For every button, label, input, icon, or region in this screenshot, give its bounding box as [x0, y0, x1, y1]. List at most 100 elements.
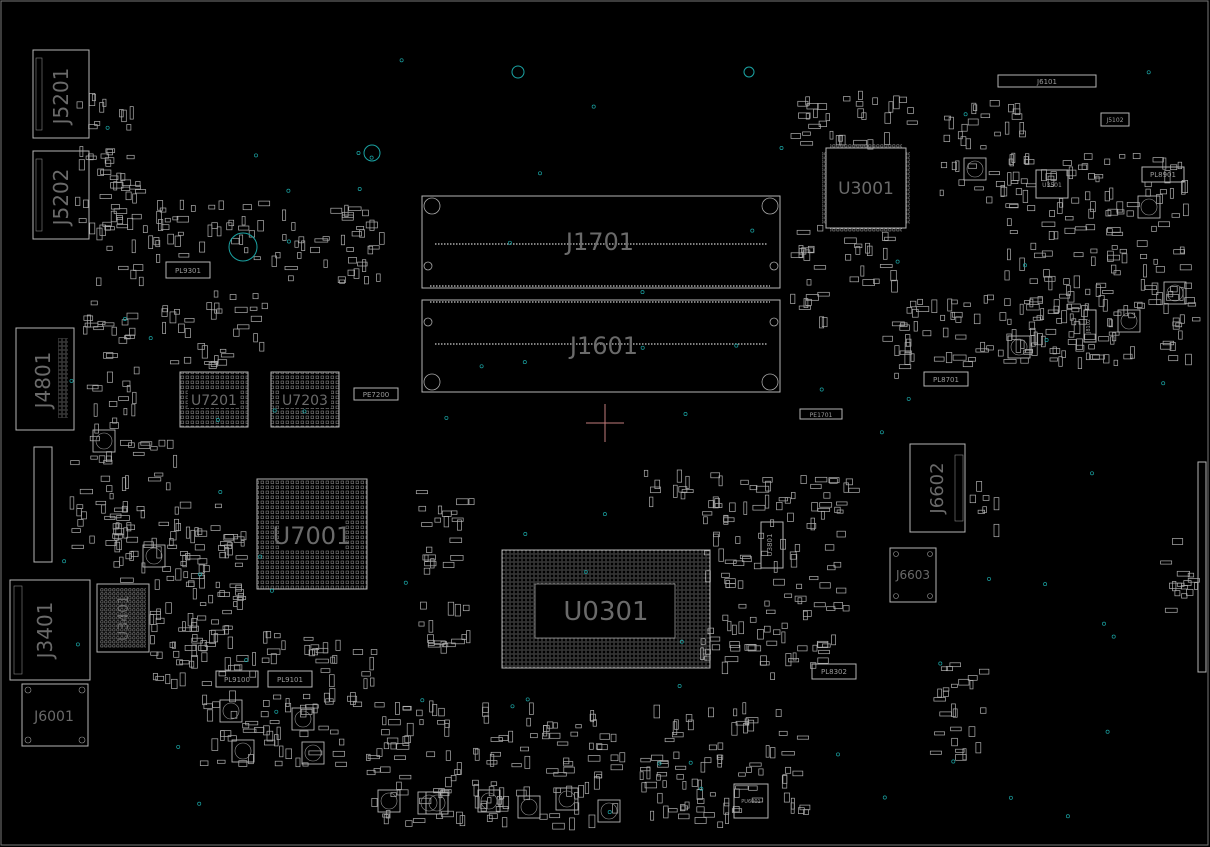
connector-right-edge[interactable] — [1197, 461, 1207, 673]
passive-part — [785, 653, 792, 667]
passive-part — [88, 153, 94, 161]
connector-j3401[interactable]: J3401 — [9, 579, 91, 681]
chip-u3401[interactable]: U3401 — [96, 583, 150, 653]
power-inductor — [231, 739, 255, 763]
connector-j5202[interactable]: J5202 — [32, 150, 90, 240]
passive-part — [158, 521, 169, 526]
passive-part — [651, 754, 664, 761]
passive-part — [116, 224, 129, 229]
passive-part — [480, 803, 488, 810]
passive-part — [233, 536, 245, 543]
passive-part — [155, 240, 161, 248]
passive-part — [487, 797, 492, 804]
passive-part — [1007, 318, 1012, 325]
inductor-pl9301[interactable] — [165, 261, 211, 279]
passive-part — [861, 112, 867, 120]
connector-j5201[interactable]: J5201 — [32, 49, 90, 139]
passive-part — [656, 772, 668, 777]
via — [244, 658, 249, 663]
passive-part — [784, 593, 793, 598]
passive-part — [308, 649, 315, 657]
passive-part — [96, 227, 103, 241]
passive-part — [84, 322, 99, 328]
passive-part — [848, 487, 860, 493]
passive-part — [76, 101, 83, 109]
part-j8102[interactable] — [1083, 309, 1097, 343]
passive-part — [1095, 284, 1101, 297]
chip-u0301[interactable]: U0301 — [501, 549, 711, 669]
passive-part — [1020, 339, 1025, 349]
passive-part — [999, 312, 1007, 321]
passive-part — [248, 754, 254, 765]
via — [272, 408, 277, 413]
passive-part — [244, 247, 249, 254]
passive-part — [549, 732, 561, 739]
inductor-coil — [294, 710, 312, 728]
chip-u3001[interactable]: U3001 — [822, 144, 910, 232]
passive-part — [461, 634, 467, 640]
passive-part — [906, 307, 913, 314]
part-pe7200[interactable] — [353, 387, 399, 401]
passive-part — [883, 247, 888, 260]
inductor-coil — [234, 742, 252, 760]
slot-j1701[interactable]: J1701 — [421, 195, 781, 289]
passive-part — [1090, 248, 1098, 254]
passive-part — [1067, 339, 1077, 345]
connector-j5102[interactable] — [1100, 112, 1130, 127]
passive-part — [1134, 301, 1143, 308]
passive-part — [708, 500, 715, 509]
passive-part — [1029, 278, 1038, 284]
passive-part — [1061, 310, 1068, 324]
passive-part — [320, 668, 331, 673]
passive-part — [862, 279, 875, 286]
passive-part — [106, 371, 113, 383]
connector-j6001[interactable]: J6001 — [21, 683, 89, 747]
u7201-label: U7201 — [191, 393, 237, 409]
passive-part — [1032, 316, 1041, 321]
via — [274, 709, 279, 714]
j6101-label: J6101 — [1036, 78, 1057, 86]
passive-part — [997, 349, 1004, 357]
passive-part — [253, 256, 261, 261]
u6001-label: PU6001 — [741, 799, 760, 805]
chip-u7001[interactable]: U7001 — [256, 478, 368, 590]
connector-j4801[interactable]: J4801 — [15, 327, 75, 431]
passive-part — [951, 683, 958, 688]
passive-part — [190, 573, 205, 579]
inductor-pl8302[interactable] — [811, 663, 857, 680]
passive-part — [185, 581, 195, 587]
passive-part — [1185, 353, 1192, 366]
passive-part — [899, 350, 912, 355]
passive-part — [723, 802, 730, 815]
passive-part — [433, 788, 445, 794]
chip-u7203[interactable]: U7203 — [270, 371, 340, 428]
passive-part — [184, 318, 195, 323]
chip-u7201[interactable]: U7201 — [179, 371, 249, 428]
power-inductor — [597, 799, 621, 823]
passive-part — [650, 486, 661, 494]
passive-part — [421, 522, 433, 527]
part-pe1701[interactable] — [799, 408, 843, 420]
passive-part — [790, 252, 803, 258]
slot-j1601[interactable]: J1601 — [421, 299, 781, 393]
chip-u3801[interactable] — [760, 521, 784, 569]
connector-j6602[interactable]: J6602 — [909, 443, 966, 533]
passive-part — [121, 319, 129, 326]
passive-part — [113, 528, 125, 535]
passive-part — [764, 600, 770, 607]
connector-j6101[interactable] — [997, 74, 1097, 88]
passive-part — [352, 701, 363, 707]
passive-part — [1095, 175, 1100, 183]
passive-part — [610, 733, 617, 743]
passive-part — [1173, 249, 1185, 255]
inductor-pl9101[interactable] — [267, 670, 313, 688]
inductor-pl8701[interactable] — [923, 371, 969, 387]
chip-pu6001[interactable] — [733, 783, 769, 819]
passive-part — [508, 730, 514, 743]
passive-part — [1169, 582, 1182, 589]
via — [522, 360, 527, 365]
connector-j4901[interactable] — [33, 446, 53, 563]
passive-part — [113, 561, 121, 568]
connector-j6603[interactable]: J6603 — [889, 547, 937, 603]
passive-part — [722, 614, 729, 621]
